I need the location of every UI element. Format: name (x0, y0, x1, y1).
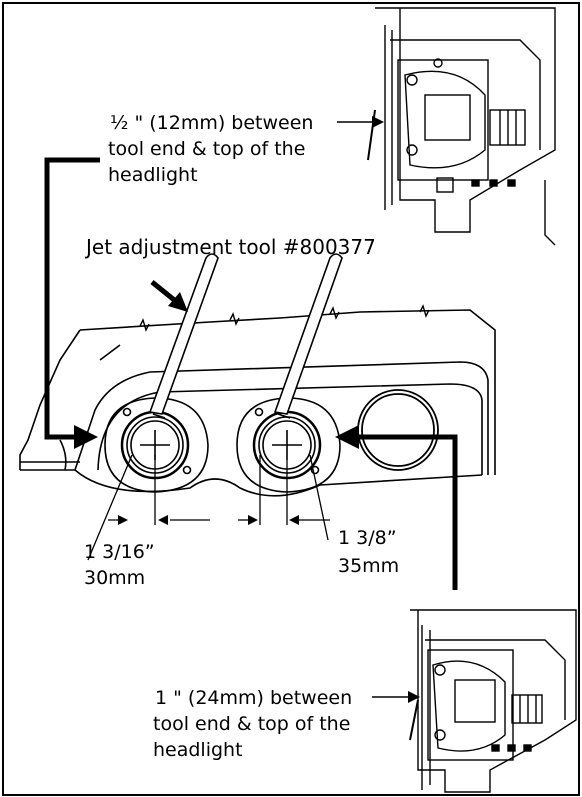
leader-arrowheads (74, 116, 420, 703)
headlight-detail-bottom (409, 609, 577, 793)
bottom-note-line-2: tool end & top of the (153, 713, 351, 735)
bumper-housing (19, 309, 496, 497)
top-note-line-1: ½ " (12mm) between (110, 112, 314, 134)
top-note-line-2: tool end & top of the (108, 138, 306, 160)
dimension-arrowheads (118, 515, 299, 525)
jet-adjustment-tools (148, 253, 343, 419)
right-round-light (357, 389, 439, 471)
top-note-line-3: headlight (108, 164, 198, 186)
headlight-detail-top (367, 7, 556, 246)
left-dimension-metric: 30mm (84, 567, 146, 589)
leader-lines (44, 121, 458, 698)
dimension-lines (87, 454, 330, 561)
left-dimension-imperial: 1 3/16” (84, 541, 155, 563)
bottom-note-line-1: 1 " (24mm) between (155, 687, 353, 709)
bottom-note-line-3: headlight (153, 739, 243, 761)
tool-label: Jet adjustment tool #800377 (86, 235, 376, 259)
right-dimension-imperial: 1 3/8” (338, 527, 397, 549)
break-marks (139, 304, 430, 332)
right-dimension-metric: 35mm (338, 555, 400, 577)
